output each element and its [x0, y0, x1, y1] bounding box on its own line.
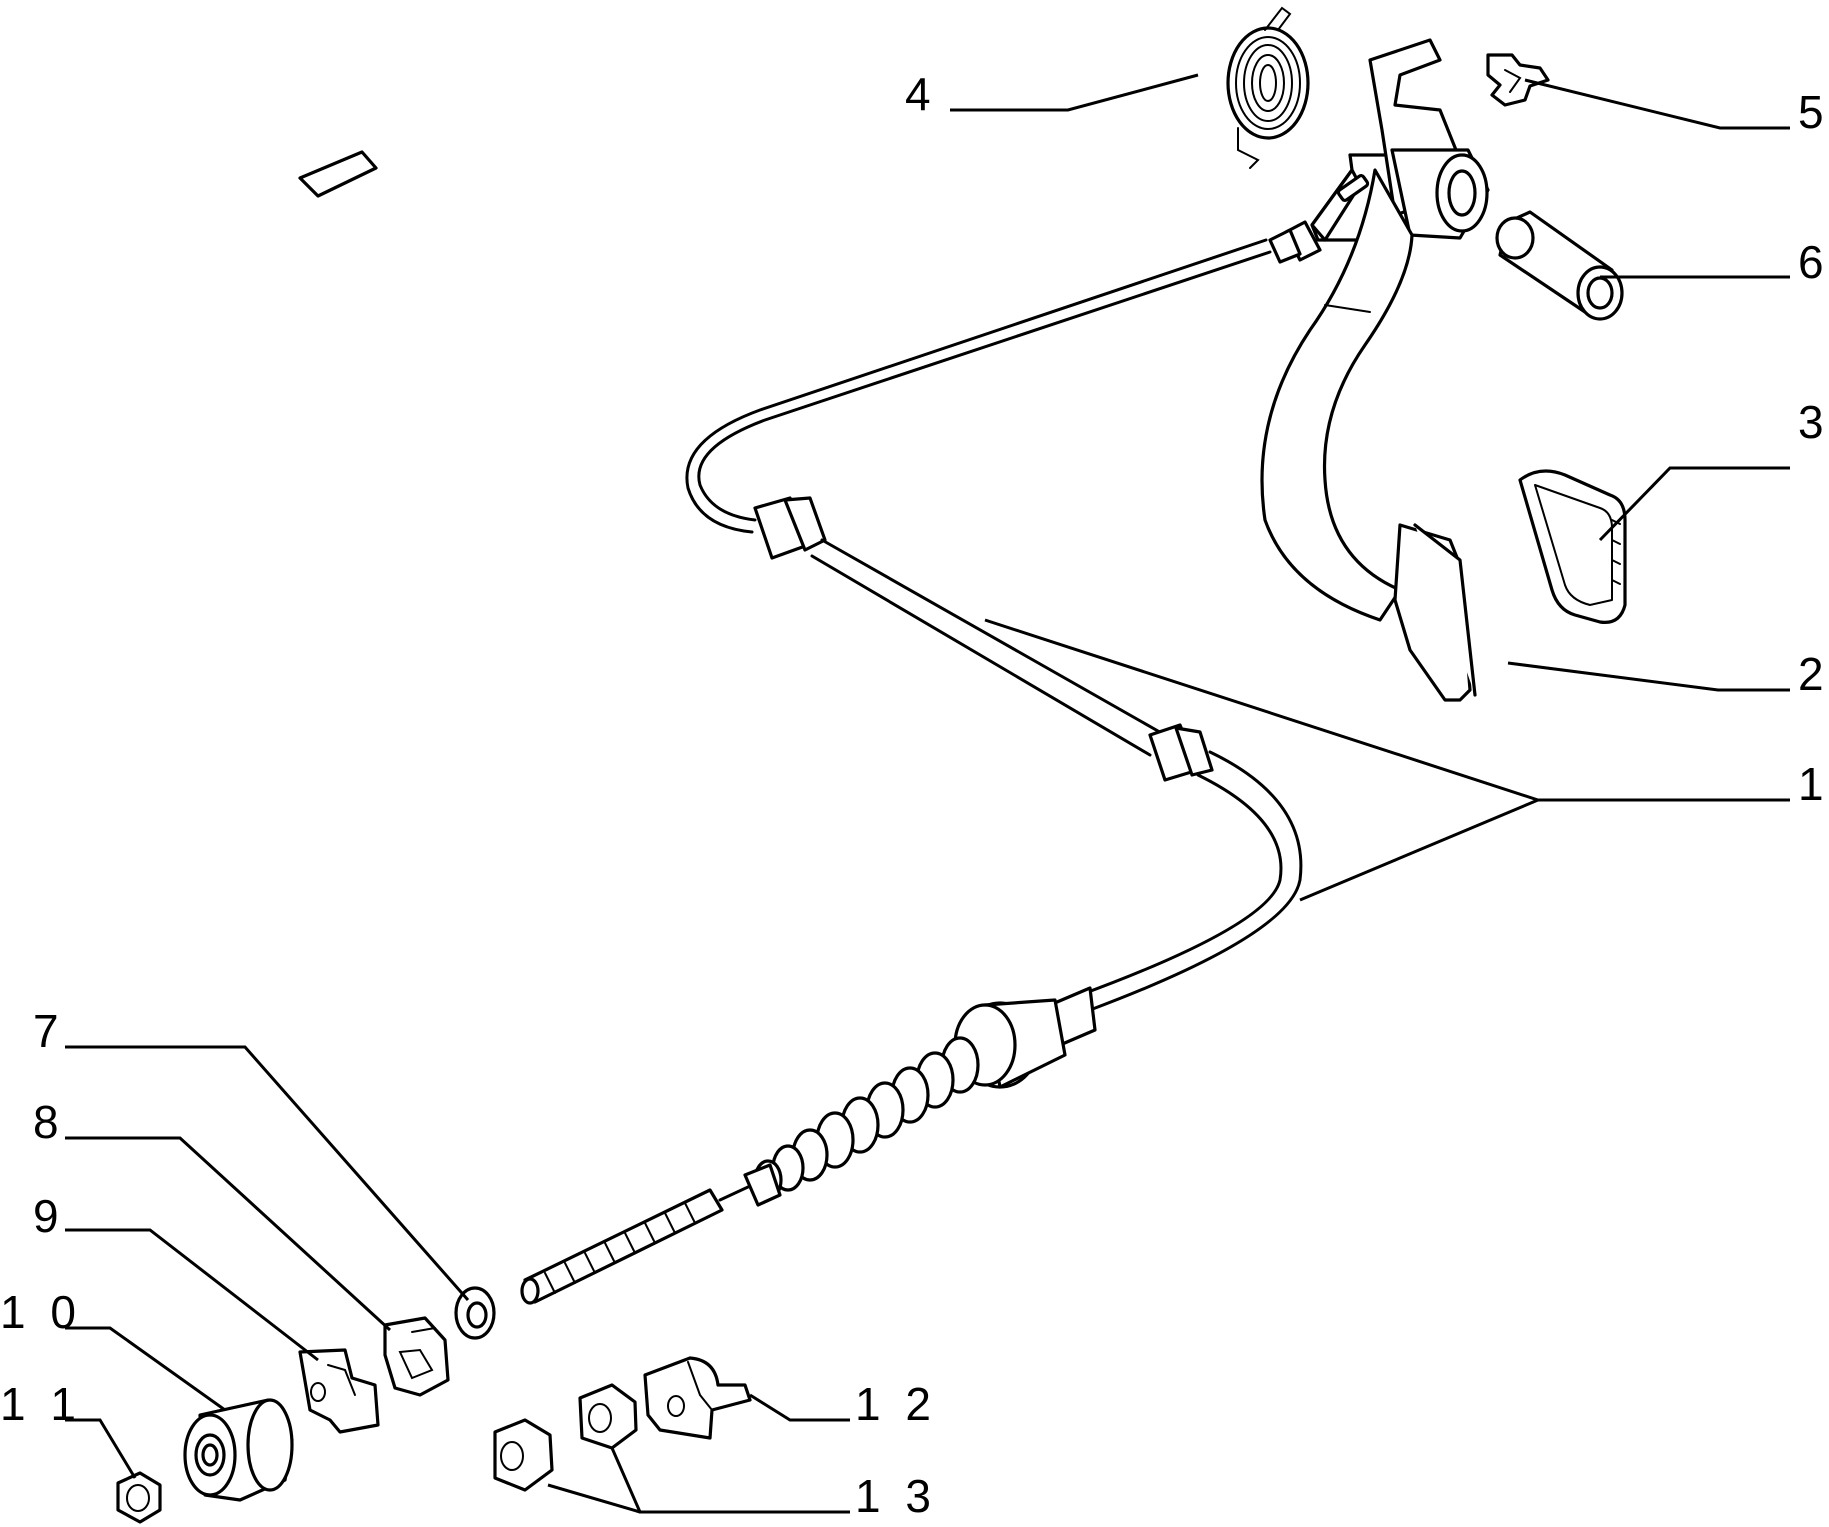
cable-ferrule-middle [1148, 723, 1214, 782]
leader-lines [65, 73, 1790, 1514]
support-bracket [643, 1356, 752, 1440]
adjusting-nuts [493, 1383, 638, 1492]
retaining-bracket [298, 1348, 380, 1434]
bracket-clip [383, 1316, 450, 1397]
callout-8: 8 [33, 1096, 65, 1148]
callout-13: 1 3 [855, 1470, 937, 1522]
cylindrical-bush [183, 1398, 294, 1502]
cable-adjuster [953, 986, 1097, 1089]
clutch-cable [298, 150, 1412, 1305]
callout-10: 1 0 [0, 1286, 82, 1338]
callout-labels: 4 5 6 3 2 1 7 8 9 1 0 1 1 1 2 1 3 [0, 68, 1829, 1522]
callout-4: 4 [905, 68, 937, 120]
pedal-pad [1518, 469, 1627, 624]
callout-6: 6 [1798, 236, 1829, 288]
callout-12: 1 2 [855, 1378, 937, 1430]
callout-1: 1 [1798, 758, 1829, 810]
callout-3: 3 [1798, 396, 1829, 448]
washer [454, 1286, 496, 1340]
callout-7: 7 [33, 1005, 65, 1057]
pivot-bushing [1495, 210, 1624, 321]
nut [116, 1471, 162, 1524]
callout-11: 1 1 [0, 1378, 82, 1430]
cable-ferrule-upper [753, 496, 827, 560]
return-spring [1226, 6, 1310, 169]
threaded-rod [520, 1185, 750, 1305]
callout-2: 2 [1798, 648, 1829, 700]
callout-5: 5 [1798, 86, 1829, 138]
retaining-clip [1486, 53, 1550, 107]
callout-9: 9 [33, 1190, 65, 1242]
cable-gaiter [753, 1036, 980, 1201]
clutch-pedal [1260, 38, 1490, 702]
